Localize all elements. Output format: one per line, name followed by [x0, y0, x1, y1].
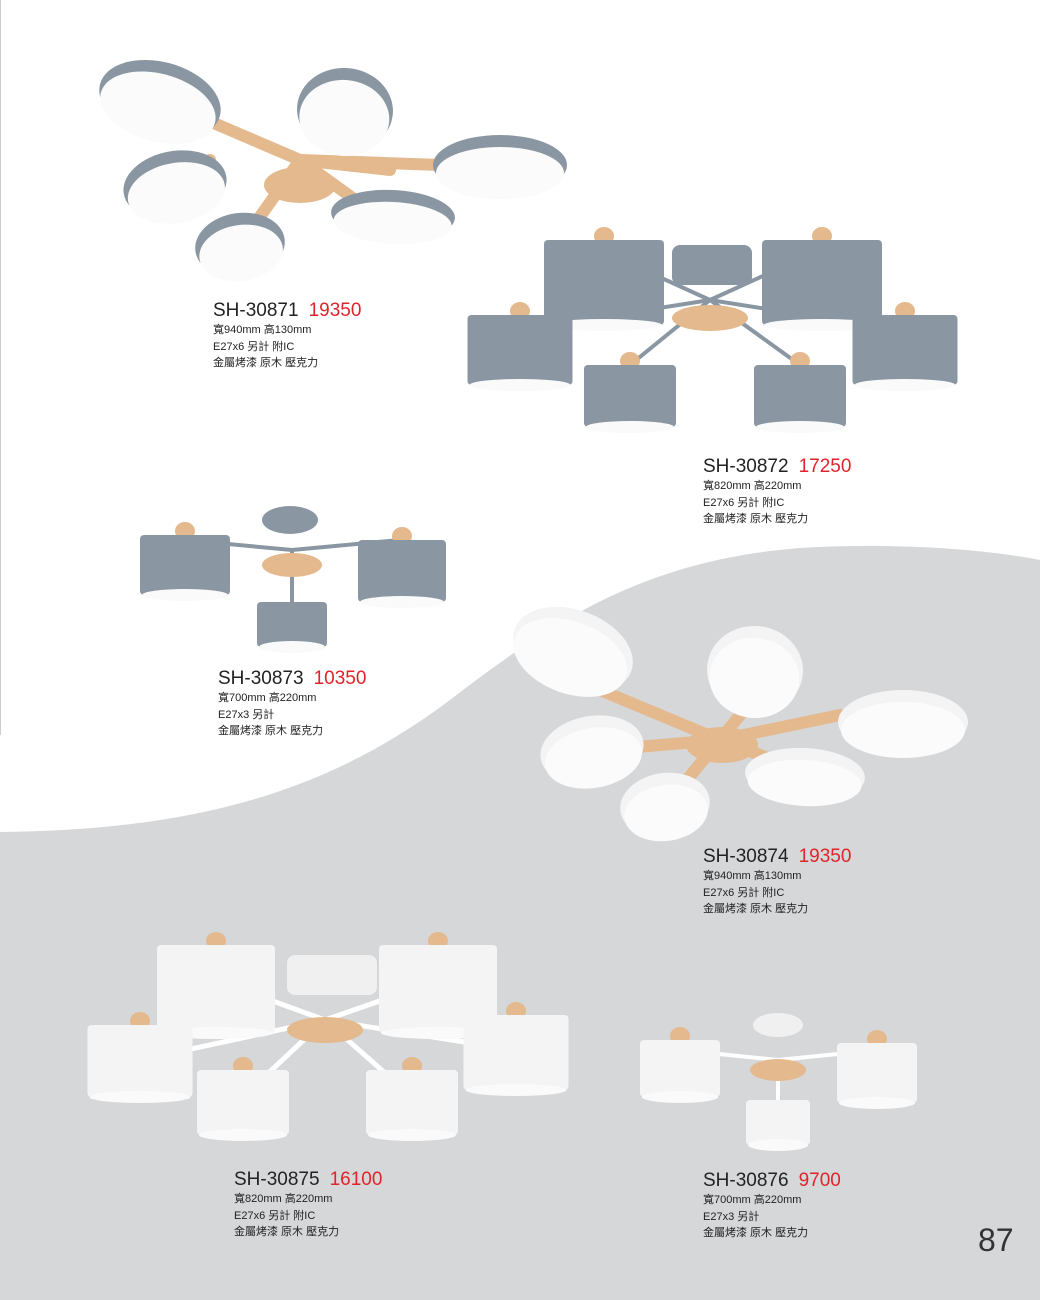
shade-diffuser: [546, 319, 662, 331]
lamp-shade: [754, 365, 846, 427]
page-edge-line: [0, 0, 1, 735]
model-number: SH-30876: [703, 1170, 789, 1191]
dimensions: 寬940mm 高130mm: [703, 870, 802, 882]
price: 16100: [329, 1169, 383, 1190]
product-sh-30876: SH-30876 9700 寬700mm 高220mm E27x3 另計 金屬烤漆…: [703, 1170, 841, 1242]
shade-diffuser: [360, 596, 444, 608]
bulb-spec: E27x6 另計 附IC: [234, 1209, 316, 1222]
shade-diffuser: [586, 421, 674, 433]
shade-diffuser: [854, 379, 956, 391]
price: 10350: [313, 668, 367, 689]
dimensions: 寬940mm 高130mm: [213, 324, 312, 336]
shade-diffuser: [259, 641, 325, 653]
lamp-shade: [379, 945, 497, 1033]
price: 19350: [798, 846, 852, 867]
lamp-shade: [257, 602, 327, 647]
product-sh-30872: SH-30872 17250 寬820mm 高220mm E27x6 另計 附IC…: [703, 456, 851, 528]
lamp-shade: [852, 315, 958, 385]
material: 金屬烤漆 原木 壓克力: [218, 725, 324, 737]
lamp-shade: [99, 59, 221, 144]
wood-canopy: [750, 1059, 806, 1081]
lamp-shade: [513, 606, 633, 697]
canopy: [672, 245, 752, 285]
product-sh-30873: SH-30873 10350 寬700mm 高220mm E27x3 另計 金屬烤…: [218, 668, 366, 740]
shade-diffuser: [756, 421, 844, 433]
shade-diffuser: [764, 319, 880, 331]
product-sh-30871: SH-30871 19350 寬940mm 高130mm E27x6 另計 附IC…: [213, 300, 361, 372]
bulb-spec: E27x3 另計: [218, 708, 275, 721]
lamp-shade: [433, 135, 567, 199]
price: 19350: [308, 300, 362, 321]
material: 金屬烤漆 原木 壓克力: [234, 1226, 340, 1238]
lamp-shade: [123, 150, 227, 224]
lamp-shade: [467, 315, 573, 385]
lamp-shade: [87, 1025, 193, 1097]
lamp-shade: [640, 1040, 720, 1097]
canopy: [287, 955, 377, 995]
shade-diffuser: [199, 1129, 287, 1141]
dimensions: 寬820mm 高220mm: [234, 1193, 333, 1205]
shade-diffuser: [89, 1091, 191, 1103]
wood-canopy: [686, 727, 758, 763]
bulb-spec: E27x6 另計 附IC: [703, 886, 785, 899]
wood-canopy: [672, 305, 748, 331]
wood-canopy: [287, 1017, 363, 1043]
bulb-spec: E27x6 另計 附IC: [703, 496, 785, 509]
shade-diffuser: [642, 1091, 718, 1103]
material: 金屬烤漆 原木 壓克力: [703, 513, 809, 525]
lamp-shade: [358, 540, 446, 602]
lamp-shade: [762, 240, 882, 325]
price: 9700: [798, 1170, 841, 1191]
dimensions: 寬700mm 高220mm: [218, 692, 317, 704]
model-number: SH-30875: [234, 1169, 320, 1190]
canopy: [262, 506, 318, 534]
lamp-shade: [746, 1100, 810, 1145]
bulb-spec: E27x3 另計: [703, 1210, 760, 1223]
price: 17250: [798, 456, 852, 477]
bulb-spec: E27x6 另計 附IC: [213, 340, 295, 353]
material: 金屬烤漆 原木 壓克力: [213, 357, 319, 369]
lamp-shade: [297, 67, 393, 157]
lamp-shade: [331, 189, 455, 245]
lamp-shade: [463, 1015, 569, 1090]
lamp-shade: [366, 1070, 458, 1135]
lamp-shade: [544, 240, 664, 325]
lamp-arm: [294, 154, 446, 171]
lamp-shade: [707, 625, 803, 719]
lamp-shade: [838, 690, 968, 758]
dimensions: 寬820mm 高220mm: [703, 480, 802, 492]
lamp-shade: [584, 365, 676, 427]
model-number: SH-30873: [218, 668, 304, 689]
dimensions: 寬700mm 高220mm: [703, 1194, 802, 1206]
lamp-shade: [197, 1070, 289, 1135]
shade-diffuser: [142, 589, 228, 601]
product-sh-30875: SH-30875 16100 寬820mm 高220mm E27x6 另計 附IC…: [234, 1169, 382, 1241]
material: 金屬烤漆 原木 壓克力: [703, 1227, 809, 1239]
lamp-shade: [620, 772, 710, 842]
model-number: SH-30871: [213, 300, 299, 321]
shade-diffuser: [368, 1129, 456, 1141]
material: 金屬烤漆 原木 壓克力: [703, 903, 809, 915]
lamp-shade: [157, 945, 275, 1033]
shade-diffuser: [839, 1097, 915, 1109]
shade-diffuser: [748, 1139, 808, 1151]
lamp-shade: [540, 715, 644, 789]
model-number: SH-30872: [703, 456, 789, 477]
lamp-shade: [745, 747, 865, 807]
wood-canopy: [264, 167, 336, 203]
lamp-shade: [195, 212, 285, 282]
lamp-shade: [837, 1043, 917, 1103]
shade-diffuser: [469, 379, 571, 391]
page-number: 87: [978, 1222, 1014, 1258]
product-sh-30874: SH-30874 19350 寬940mm 高130mm E27x6 另計 附IC…: [703, 846, 851, 918]
wood-canopy: [262, 553, 322, 577]
canopy: [753, 1013, 803, 1037]
shade-diffuser: [465, 1084, 567, 1096]
lamp-shade: [140, 535, 230, 595]
model-number: SH-30874: [703, 846, 789, 867]
